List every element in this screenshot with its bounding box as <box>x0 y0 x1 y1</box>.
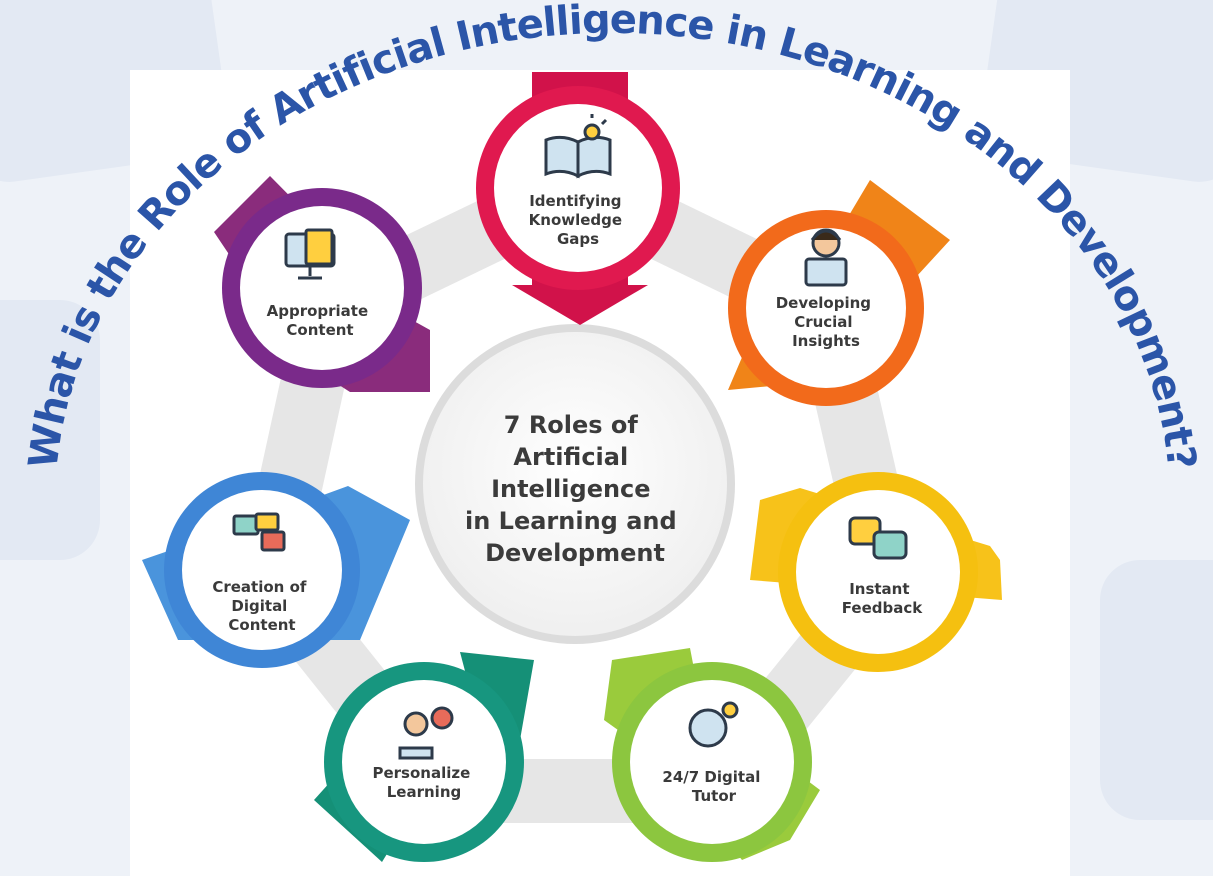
center-line-4: in Learning and <box>465 507 677 535</box>
node-label-line: Content <box>286 321 353 339</box>
role-node-developing-crucial-insights: Developing Crucial Insights <box>728 180 950 406</box>
svg-text:24/7 Digital Tutor: 24/7 Digital Tutor <box>662 768 765 805</box>
node-label-line: Personalize <box>372 764 470 782</box>
svg-text:Instant Feedback: Instant Feedback <box>842 580 923 617</box>
role-node-personalize-learning: Personalize Learning <box>314 652 534 862</box>
svg-text:Creation of Digital: Creation of Digital Content <box>212 578 311 634</box>
node-label-line: Content <box>228 616 295 634</box>
node-label-line: Creation of <box>212 578 307 596</box>
svg-text:Developing Crucial: Developing Crucial Insights <box>776 294 877 350</box>
role-node-appropriate-content: Appropriate Content <box>214 176 430 392</box>
center-line-5: Development <box>485 539 665 567</box>
role-node-identifying-knowledge-gaps: Identifying Knowledge Gaps <box>476 72 680 325</box>
clock-24-7-icon <box>688 701 739 748</box>
chat-feedback-icon <box>848 516 908 560</box>
node-label-line: Appropriate <box>267 302 369 320</box>
role-node-24-7-digital-tutor: 24/7 Digital Tutor <box>604 648 820 862</box>
svg-text:Personalize Learning: Personalize Learning <box>372 764 475 801</box>
node-label-line: Developing <box>776 294 871 312</box>
node-label-line: Gaps <box>557 230 599 248</box>
role-node-creation-of-digital-content: Creation of Digital Content <box>142 472 410 668</box>
role-node-instant-feedback: Instant Feedback <box>750 472 1002 672</box>
center-line-2: Artificial <box>513 443 628 471</box>
node-label-line: Learning <box>387 783 462 801</box>
svg-text:Appropriate Content: Appropriate Content <box>267 302 374 339</box>
node-label-line: Insights <box>792 332 860 350</box>
center-line-3: Intelligence <box>491 475 651 503</box>
developer-laptop-icon <box>804 228 848 287</box>
student-globe-icon <box>398 706 454 760</box>
book-lightbulb-icon <box>544 114 612 179</box>
node-label-line: Digital <box>231 597 287 615</box>
node-label-line: Crucial <box>794 313 852 331</box>
svg-text:7 Roles of Artificial: 7 Roles of Artificial Intelligence in Le… <box>465 411 685 567</box>
center-node: 7 Roles of Artificial Intelligence in Le… <box>415 324 735 644</box>
digital-content-icon <box>232 512 286 552</box>
node-label-line: 24/7 Digital <box>662 768 760 786</box>
node-label-line: Tutor <box>692 787 737 805</box>
node-label-line: Knowledge <box>529 211 622 229</box>
node-label-line: Feedback <box>842 599 923 617</box>
node-label-line: Instant <box>849 580 909 598</box>
node-label-line: Identifying <box>529 192 621 210</box>
svg-text:Identifying Knowledge: Identifying Knowledge Gaps <box>529 192 628 248</box>
background-pattern <box>0 0 1213 820</box>
computer-document-icon <box>284 228 336 280</box>
center-line-1: 7 Roles of <box>504 411 639 439</box>
